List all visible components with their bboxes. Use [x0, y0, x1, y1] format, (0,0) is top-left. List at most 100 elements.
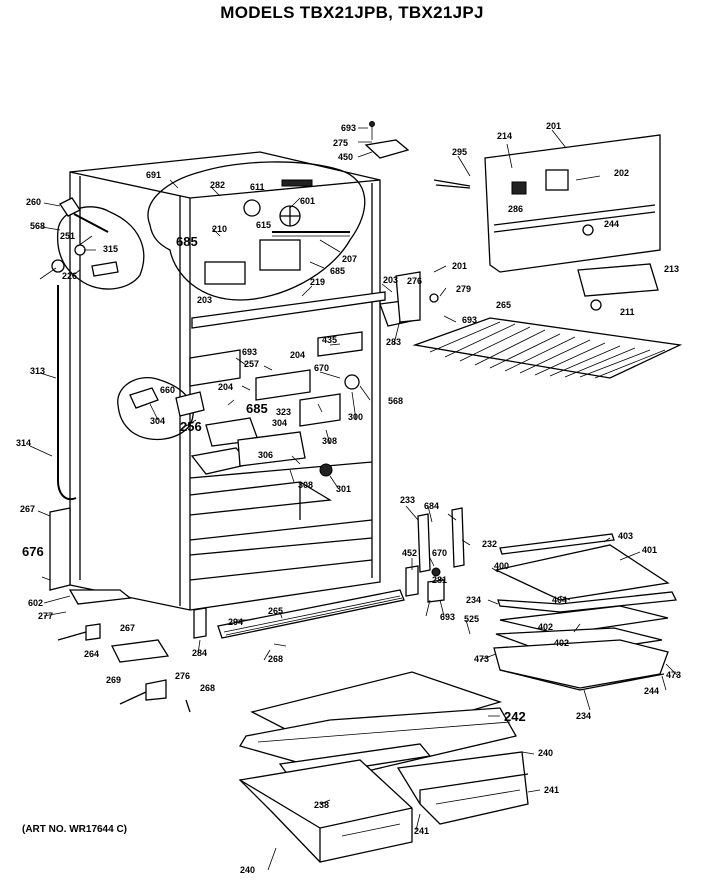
callout-label: 232 [482, 539, 497, 549]
callout-label: 670 [314, 363, 329, 373]
center-parts-cluster [117, 376, 333, 477]
callout-label: 251 [60, 231, 75, 241]
callout-label: 276 [175, 671, 190, 681]
callout-label: 473 [474, 654, 489, 664]
callout-label: 323 [276, 407, 291, 417]
callout-label: 450 [338, 152, 353, 162]
callout-label: 615 [256, 220, 271, 230]
callout-label: 283 [386, 337, 401, 347]
callout-label: 403 [618, 531, 633, 541]
callout-label: 693 [341, 123, 356, 133]
callout-label: 304 [150, 416, 165, 426]
callout-label: 267 [20, 504, 35, 514]
callout-label: 295 [452, 147, 467, 157]
callout-label: 268 [268, 654, 283, 664]
callout-label: 234 [466, 595, 481, 605]
top-hinge [364, 121, 410, 159]
callout-label: 660 [160, 385, 175, 395]
callout-label: 402 [538, 622, 553, 632]
callout-label: 301 [336, 484, 351, 494]
callout-label: 685 [246, 401, 268, 416]
left-parts-cluster [51, 197, 145, 500]
callout-label: 435 [322, 335, 337, 345]
callout-label: 203 [197, 295, 212, 305]
callout-label: 238 [314, 800, 329, 810]
page-title: MODELS TBX21JPB, TBX21JPJ [220, 3, 484, 22]
callout-label: 242 [504, 709, 526, 724]
callout-label: 275 [333, 138, 348, 148]
callout-label: 568 [30, 221, 45, 231]
callout-label: 294 [228, 617, 243, 627]
callout-label: 226 [62, 271, 77, 281]
callout-label: 452 [402, 548, 417, 558]
callout-label: 670 [432, 548, 447, 558]
callout-label: 219 [310, 277, 325, 287]
callout-label: 693 [242, 347, 257, 357]
callout-label: 211 [620, 307, 635, 317]
door-shelf-rails [405, 507, 465, 603]
callout-label: 676 [22, 544, 44, 559]
callout-label: 402 [554, 638, 569, 648]
callout-label: 201 [452, 261, 467, 271]
callout-label: 308 [298, 480, 313, 490]
callout-label: 277 [38, 611, 53, 621]
callout-label: 281 [432, 575, 447, 585]
callout-label: 203 [383, 275, 398, 285]
callout-label: 314 [16, 438, 31, 448]
callout-label: 308 [322, 436, 337, 446]
callout-label: 602 [28, 598, 43, 608]
callout-label: 213 [664, 264, 679, 274]
callout-label: 256 [180, 419, 202, 434]
callout-label: 233 [400, 495, 415, 505]
callout-label: 234 [576, 711, 591, 721]
callout-label: 684 [424, 501, 439, 511]
callout-label: 210 [212, 224, 227, 234]
crisper-drawers [238, 751, 529, 863]
callout-label: 204 [290, 350, 305, 360]
callout-label: 313 [30, 366, 45, 376]
control-housing [147, 161, 366, 301]
wire-shelf [395, 271, 683, 379]
callout-label: 257 [244, 359, 259, 369]
callout-label: 267 [120, 623, 135, 633]
callout-label: 300 [348, 412, 363, 422]
callout-label: 202 [614, 168, 629, 178]
callout-label: 404 [552, 595, 567, 605]
callout-label: 201 [546, 121, 561, 131]
callout-label: 264 [84, 649, 99, 659]
callout-label: 525 [464, 614, 479, 624]
callout-label: 241 [544, 785, 559, 795]
art-number: (ART NO. WR17644 C) [22, 824, 128, 835]
callout-label: 568 [388, 396, 403, 406]
callout-label: 265 [268, 606, 283, 616]
callout-label: 241 [414, 826, 429, 836]
callout-label: 268 [200, 683, 215, 693]
callout-label: 265 [496, 300, 511, 310]
leader-lines [29, 127, 679, 871]
callout-label: 244 [604, 219, 619, 229]
callout-label: 279 [456, 284, 471, 294]
callout-labels: 693 275 450 295 214 201 691 282 611 260 … [16, 121, 681, 875]
callout-label: 685 [330, 266, 345, 276]
callout-label: 244 [644, 686, 659, 696]
callout-label: 601 [300, 196, 315, 206]
callout-label: 401 [642, 545, 657, 555]
callout-label: 685 [176, 234, 198, 249]
callout-label: 240 [240, 865, 255, 875]
callout-label: 276 [407, 276, 422, 286]
callout-label: 260 [26, 197, 41, 207]
callout-label: 611 [250, 182, 265, 192]
callout-label: 306 [258, 450, 273, 460]
callout-label: 693 [462, 315, 477, 325]
callout-label: 315 [103, 244, 118, 254]
callout-label: 284 [192, 648, 207, 658]
callout-label: 693 [440, 612, 455, 622]
callout-label: 304 [272, 418, 287, 428]
callout-label: 691 [146, 170, 161, 180]
rails [189, 291, 417, 427]
callout-label: 282 [210, 180, 225, 190]
glass-shelves [493, 533, 678, 691]
callout-label: 240 [538, 748, 553, 758]
callout-label: 286 [508, 204, 523, 214]
control-panel [433, 134, 661, 311]
